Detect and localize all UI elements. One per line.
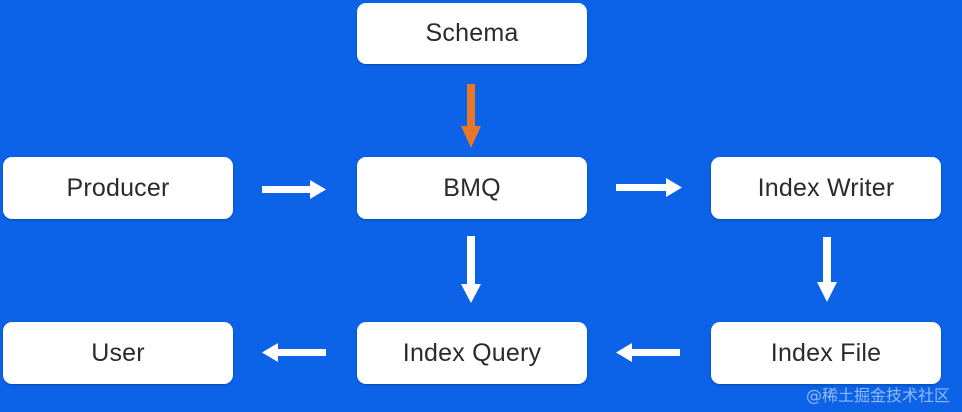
arrow-producer-to-bmq <box>262 180 326 199</box>
watermark: @稀土掘金技术社区 <box>805 386 950 405</box>
node-user: User <box>3 322 233 384</box>
arrow-bmq-to-index-writer <box>616 178 682 197</box>
node-label: User <box>91 338 145 367</box>
node-label: Producer <box>66 173 170 202</box>
node-index-writer: Index Writer <box>711 157 941 219</box>
node-schema: Schema <box>357 3 587 64</box>
node-label: Index Writer <box>757 173 895 202</box>
arrow-index-file-to-index-query <box>616 343 680 362</box>
node-index-query: Index Query <box>357 322 587 384</box>
node-producer: Producer <box>3 157 233 219</box>
arrow-index-writer-to-index-file <box>817 237 837 302</box>
arrow-bmq-to-index-query <box>461 236 481 303</box>
node-label: Index File <box>770 338 882 367</box>
node-label: Schema <box>425 19 519 47</box>
node-bmq: BMQ <box>357 157 587 219</box>
node-label: Index Query <box>402 338 542 367</box>
node-label: BMQ <box>443 173 501 202</box>
arrow-schema-to-bmq <box>461 84 481 148</box>
arrow-index-query-to-user <box>262 343 326 362</box>
node-index-file: Index File <box>711 322 941 384</box>
